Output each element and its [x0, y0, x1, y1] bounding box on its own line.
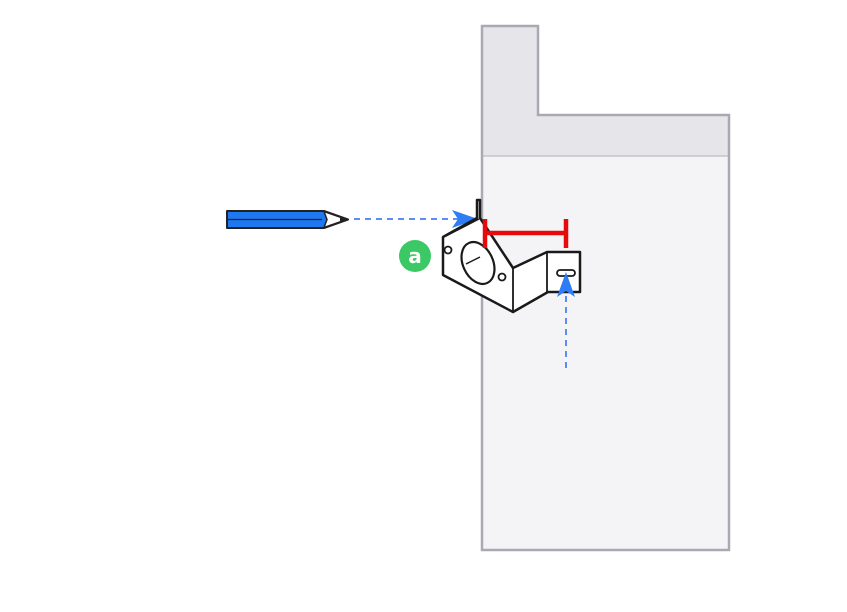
- step-label: a: [408, 244, 422, 268]
- horizontal-arrow-icon: [354, 210, 478, 228]
- bracket-icon: [441, 198, 582, 314]
- measurement-icon: [482, 219, 569, 248]
- step-badge: a: [399, 240, 431, 272]
- pencil-icon: [226, 210, 350, 229]
- wall-icon: [480, 24, 731, 552]
- vertical-arrow-icon: [557, 272, 575, 368]
